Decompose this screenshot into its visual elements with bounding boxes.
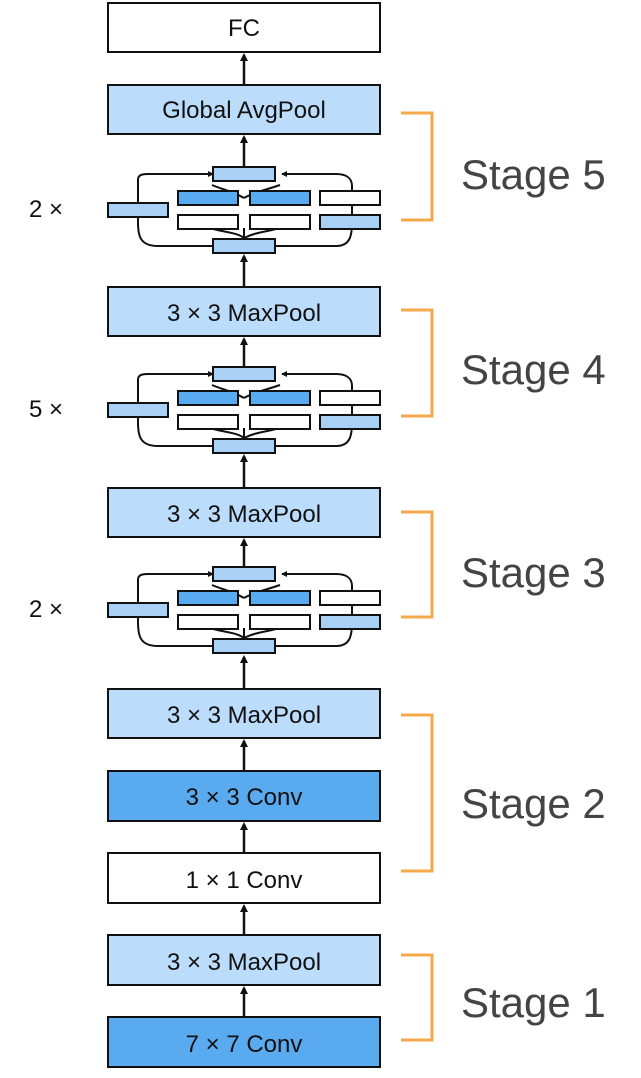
stage3-block: 2 × [29, 566, 381, 654]
block-output-box [212, 566, 276, 582]
stage1-maxpool-label: 3 × 3 MaxPool [167, 949, 321, 976]
stage2-conv1-layer: 1 × 1 Conv [107, 852, 381, 904]
fc-layer: FC [107, 2, 381, 53]
stage2-conv1-label: 1 × 1 Conv [186, 867, 303, 894]
global-avgpool-layer: Global AvgPool [107, 84, 381, 135]
block-side-box [107, 602, 169, 618]
block-box-b2 [249, 214, 311, 230]
block-input-box [212, 238, 276, 254]
block-output-box [212, 166, 276, 182]
block-box-c2 [319, 414, 381, 430]
block-output-box [212, 366, 276, 382]
block-box-b1 [249, 590, 311, 606]
stage3-bracket [401, 510, 434, 619]
block-box-b1 [249, 190, 311, 206]
stage5-bracket [401, 111, 434, 222]
block-box-c2 [319, 214, 381, 230]
block-right-loop [275, 171, 353, 247]
block-box-c1 [319, 590, 381, 606]
block-left-loop [137, 371, 214, 447]
block-box-a2 [177, 214, 239, 230]
stage4-repeat-label: 5 × [29, 396, 63, 423]
block-left-loop [137, 571, 214, 647]
fc-label: FC [228, 15, 260, 42]
stage1-conv7-label: 7 × 7 Conv [186, 1031, 303, 1058]
stage2-maxpool-layer: 3 × 3 MaxPool [107, 688, 381, 739]
stage4-maxpool-layer: 3 × 3 MaxPool [107, 286, 381, 337]
stage2-conv3-label: 3 × 3 Conv [186, 784, 303, 811]
stage1-bracket [401, 953, 434, 1042]
stage1-label: Stage 1 [461, 979, 606, 1026]
block-right-loop [275, 371, 353, 447]
stage3-label: Stage 3 [461, 549, 606, 596]
block-box-c1 [319, 390, 381, 406]
block-box-b1 [249, 390, 311, 406]
block-box-a1 [177, 390, 239, 406]
block-box-b2 [249, 614, 311, 630]
global-avgpool-label: Global AvgPool [162, 97, 326, 124]
stage4-bracket [401, 308, 434, 418]
block-side-box [107, 202, 169, 218]
stage5-block: 2 × [29, 166, 381, 254]
stage1-maxpool-layer: 3 × 3 MaxPool [107, 934, 381, 986]
stage4-label: Stage 4 [461, 346, 606, 393]
block-right-loop [275, 571, 353, 647]
block-box-a1 [177, 190, 239, 206]
stage1-conv7-layer: 7 × 7 Conv [107, 1016, 381, 1068]
block-side-box [107, 402, 169, 418]
stage3-repeat-label: 2 × [29, 596, 63, 623]
stage4-maxpool-label: 3 × 3 MaxPool [167, 300, 321, 327]
block-box-c1 [319, 190, 381, 206]
block-input-box [212, 438, 276, 454]
stage5-label: Stage 5 [461, 151, 606, 198]
stage3-maxpool-label: 3 × 3 MaxPool [167, 501, 321, 528]
stage2-maxpool-label: 3 × 3 MaxPool [167, 702, 321, 729]
block-box-c2 [319, 614, 381, 630]
block-box-b2 [249, 414, 311, 430]
block-box-a2 [177, 414, 239, 430]
stage5-repeat-label: 2 × [29, 196, 63, 223]
block-input-box [212, 638, 276, 654]
stage3-maxpool-layer: 3 × 3 MaxPool [107, 487, 381, 538]
stage2-label: Stage 2 [461, 780, 606, 827]
stage-brackets [401, 111, 434, 1042]
stage2-bracket [401, 713, 434, 873]
stage4-block: 5 × [29, 366, 381, 454]
block-box-a1 [177, 590, 239, 606]
block-left-loop [137, 171, 214, 247]
stage2-conv3-layer: 3 × 3 Conv [107, 770, 381, 822]
block-box-a2 [177, 614, 239, 630]
